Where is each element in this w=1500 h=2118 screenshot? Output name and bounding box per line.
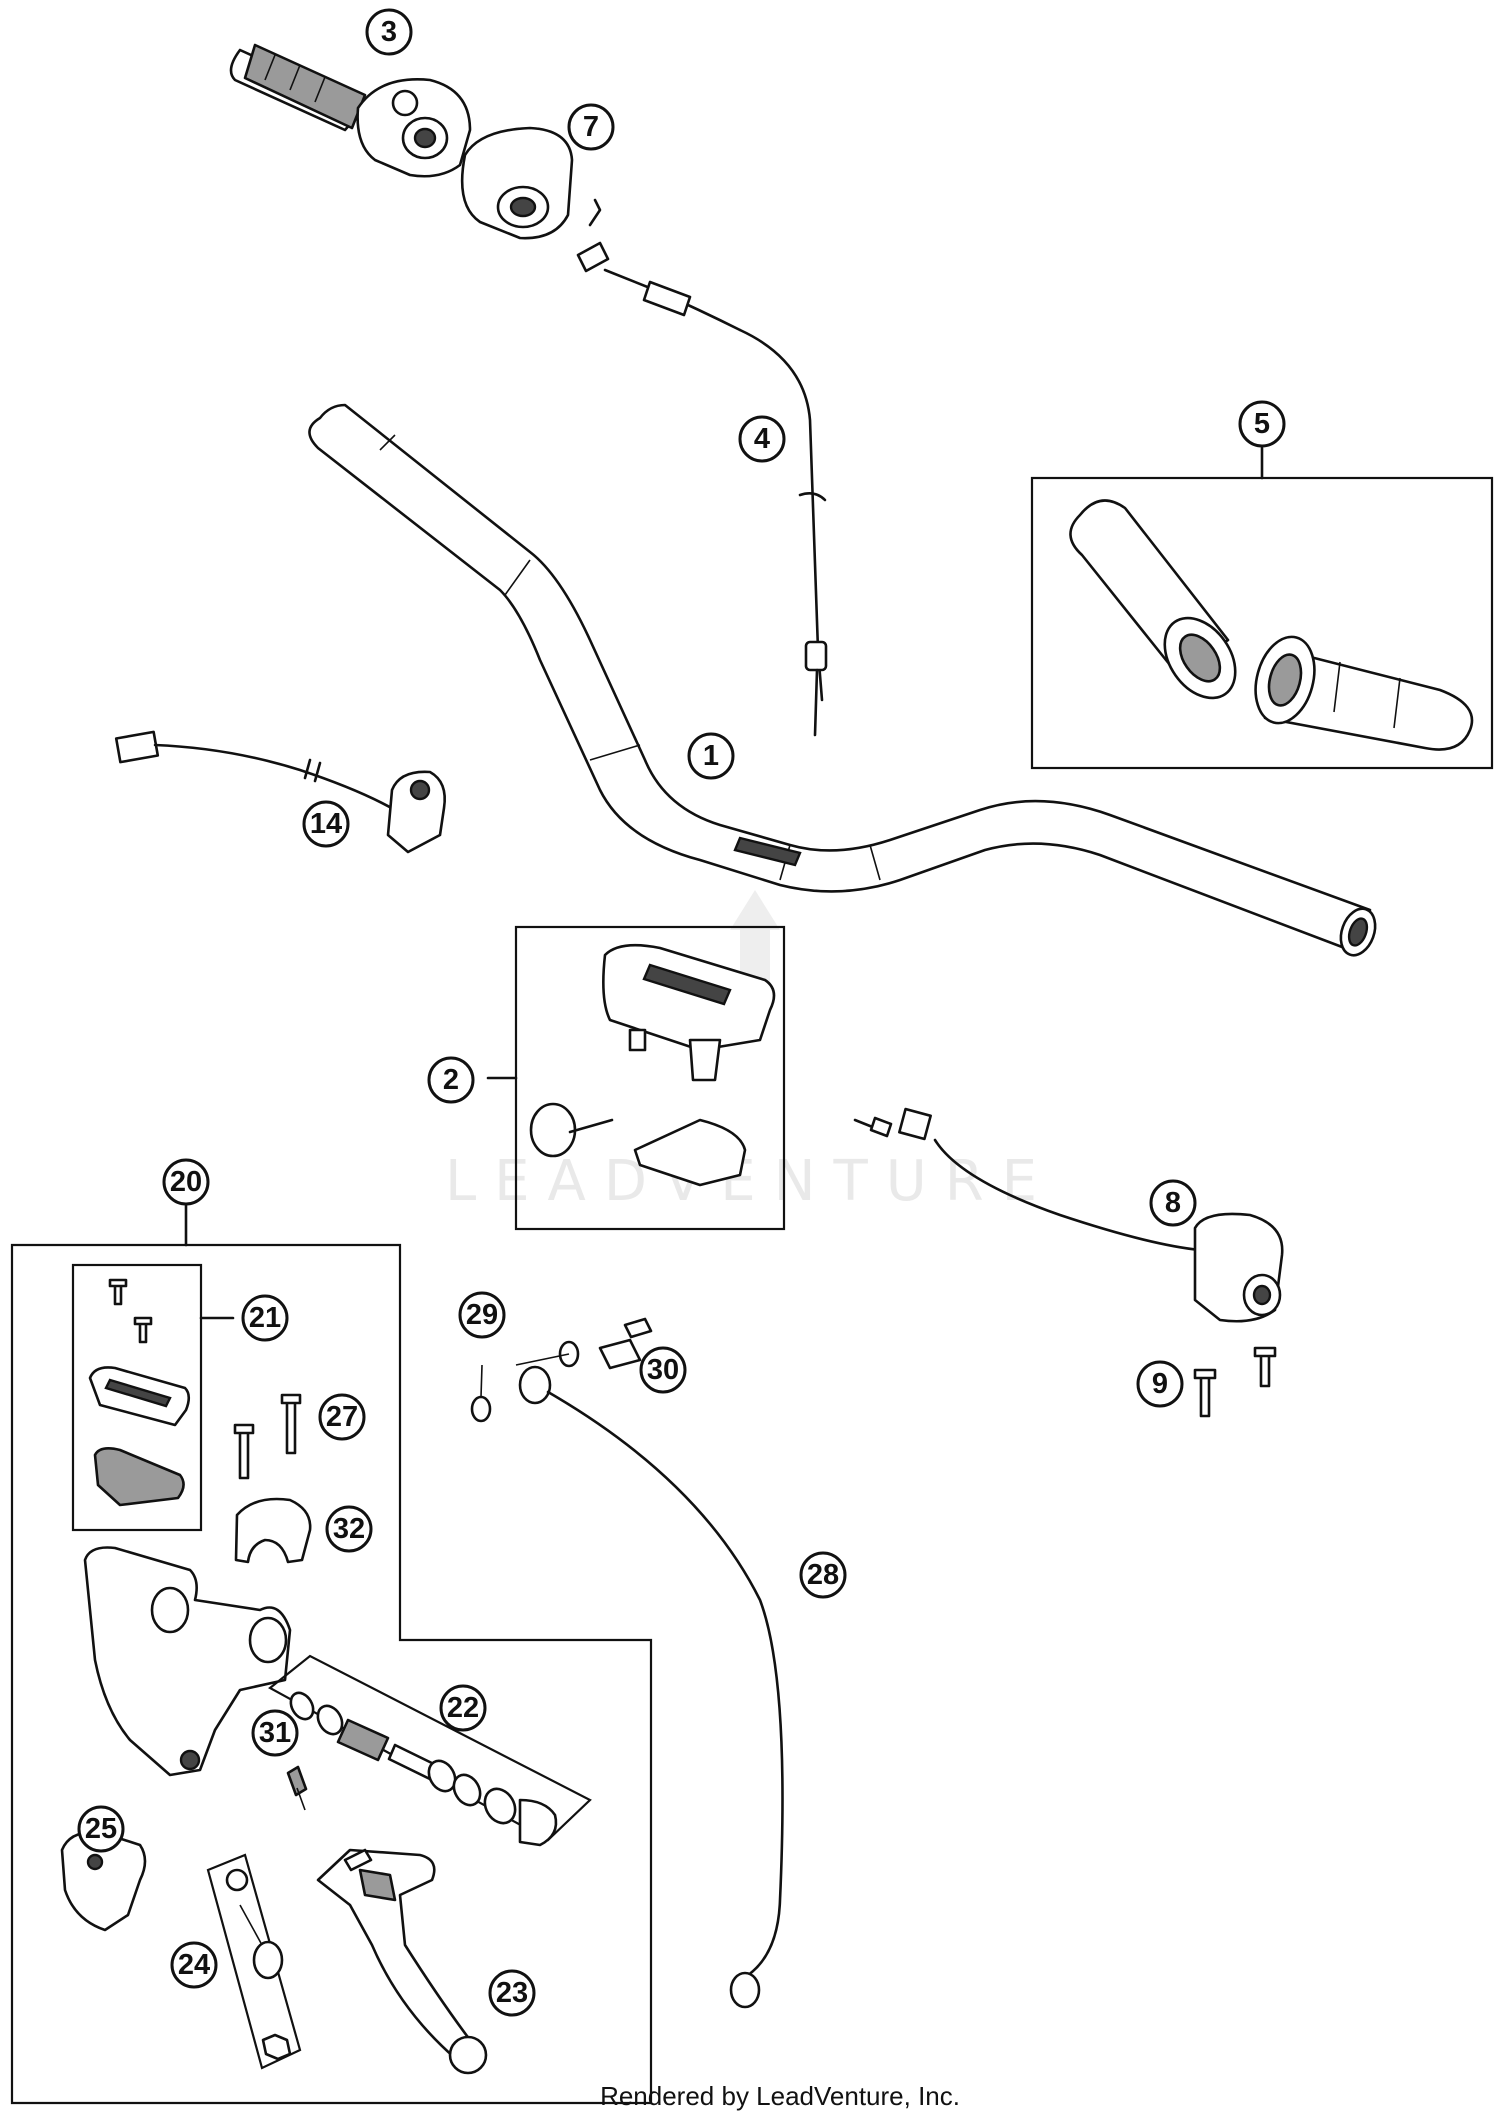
svg-text:27: 27 bbox=[326, 1401, 358, 1433]
grip-set-box bbox=[1030, 446, 1494, 770]
footer-credit: Rendered by LeadVenture, Inc. bbox=[600, 2081, 960, 2111]
bolts-27[interactable] bbox=[233, 1393, 302, 1480]
banjo-bolt-30[interactable] bbox=[598, 1317, 653, 1370]
callout-20: 20 bbox=[162, 1158, 210, 1206]
svg-text:2: 2 bbox=[443, 1064, 459, 1096]
callout-29: 29 bbox=[458, 1291, 506, 1339]
svg-text:32: 32 bbox=[333, 1513, 365, 1545]
cover-kit-box bbox=[71, 1263, 235, 1532]
bar-pad[interactable] bbox=[529, 943, 776, 1187]
callout-25: 25 bbox=[77, 1805, 125, 1853]
grip-set[interactable] bbox=[1069, 499, 1474, 751]
svg-text:24: 24 bbox=[178, 1949, 210, 1981]
svg-text:30: 30 bbox=[647, 1354, 679, 1386]
screws-9[interactable] bbox=[1193, 1346, 1277, 1418]
throttle-cover[interactable] bbox=[460, 126, 574, 240]
svg-text:20: 20 bbox=[170, 1166, 202, 1198]
svg-text:5: 5 bbox=[1254, 408, 1270, 440]
callout-5: 5 bbox=[1238, 400, 1286, 448]
svg-text:29: 29 bbox=[466, 1299, 498, 1331]
svg-text:25: 25 bbox=[85, 1813, 117, 1845]
cover-kit[interactable] bbox=[88, 1278, 191, 1507]
svg-text:8: 8 bbox=[1165, 1187, 1181, 1219]
svg-text:1: 1 bbox=[703, 740, 719, 772]
leader-lines bbox=[239, 1353, 570, 1946]
svg-text:3: 3 bbox=[381, 16, 397, 48]
piston-kit[interactable] bbox=[286, 1689, 558, 1847]
callout-31: 31 bbox=[251, 1709, 299, 1757]
svg-text:28: 28 bbox=[807, 1559, 839, 1591]
svg-text:31: 31 bbox=[259, 1717, 291, 1749]
callout-27: 27 bbox=[318, 1393, 366, 1441]
callout-23: 23 bbox=[488, 1969, 536, 2017]
callout-7: 7 bbox=[567, 103, 615, 151]
svg-text:23: 23 bbox=[496, 1977, 528, 2009]
throttle-cable[interactable] bbox=[576, 198, 828, 737]
callout-28: 28 bbox=[799, 1551, 847, 1599]
spring-31[interactable] bbox=[286, 1765, 308, 1797]
callout-30: 30 bbox=[639, 1346, 687, 1394]
svg-text:9: 9 bbox=[1152, 1368, 1168, 1400]
callout-4: 4 bbox=[738, 415, 786, 463]
callout-14: 14 bbox=[302, 800, 350, 848]
lever-23[interactable] bbox=[316, 1848, 488, 2075]
callout-1: 1 bbox=[687, 732, 735, 780]
hose-28[interactable] bbox=[518, 1365, 784, 2009]
adjuster-kit-box bbox=[206, 1853, 302, 2070]
handlebar[interactable] bbox=[308, 403, 1381, 960]
clamp-32[interactable] bbox=[234, 1497, 312, 1564]
callout-21: 21 bbox=[241, 1294, 289, 1342]
callout-8: 8 bbox=[1149, 1179, 1197, 1227]
master-cylinder-body[interactable] bbox=[83, 1546, 292, 1777]
kill-switch[interactable] bbox=[114, 730, 446, 854]
svg-text:14: 14 bbox=[310, 808, 342, 840]
svg-text:22: 22 bbox=[447, 1692, 479, 1724]
watermark-text: LEADVENTURE bbox=[445, 1149, 1055, 1214]
svg-text:21: 21 bbox=[249, 1302, 281, 1334]
svg-text:4: 4 bbox=[754, 423, 770, 455]
callout-2: 2 bbox=[427, 1056, 475, 1104]
master-cylinder-box bbox=[10, 1203, 653, 2105]
callouts: 1 2 3 4 5 7 8 9 14 20 21 22 23 24 25 27 … bbox=[77, 8, 1286, 2017]
throttle-grip[interactable] bbox=[229, 43, 472, 178]
callout-22: 22 bbox=[439, 1684, 487, 1732]
callout-3: 3 bbox=[365, 8, 413, 56]
start-switch[interactable] bbox=[853, 1107, 1284, 1323]
callout-9: 9 bbox=[1136, 1360, 1184, 1408]
callout-24: 24 bbox=[170, 1941, 218, 1989]
bar-pad-box bbox=[486, 925, 786, 1231]
svg-text:7: 7 bbox=[583, 111, 599, 143]
watermark: LEADVENTURE bbox=[445, 890, 1055, 1214]
callout-32: 32 bbox=[325, 1505, 373, 1553]
adjuster-kit[interactable] bbox=[225, 1868, 292, 2061]
